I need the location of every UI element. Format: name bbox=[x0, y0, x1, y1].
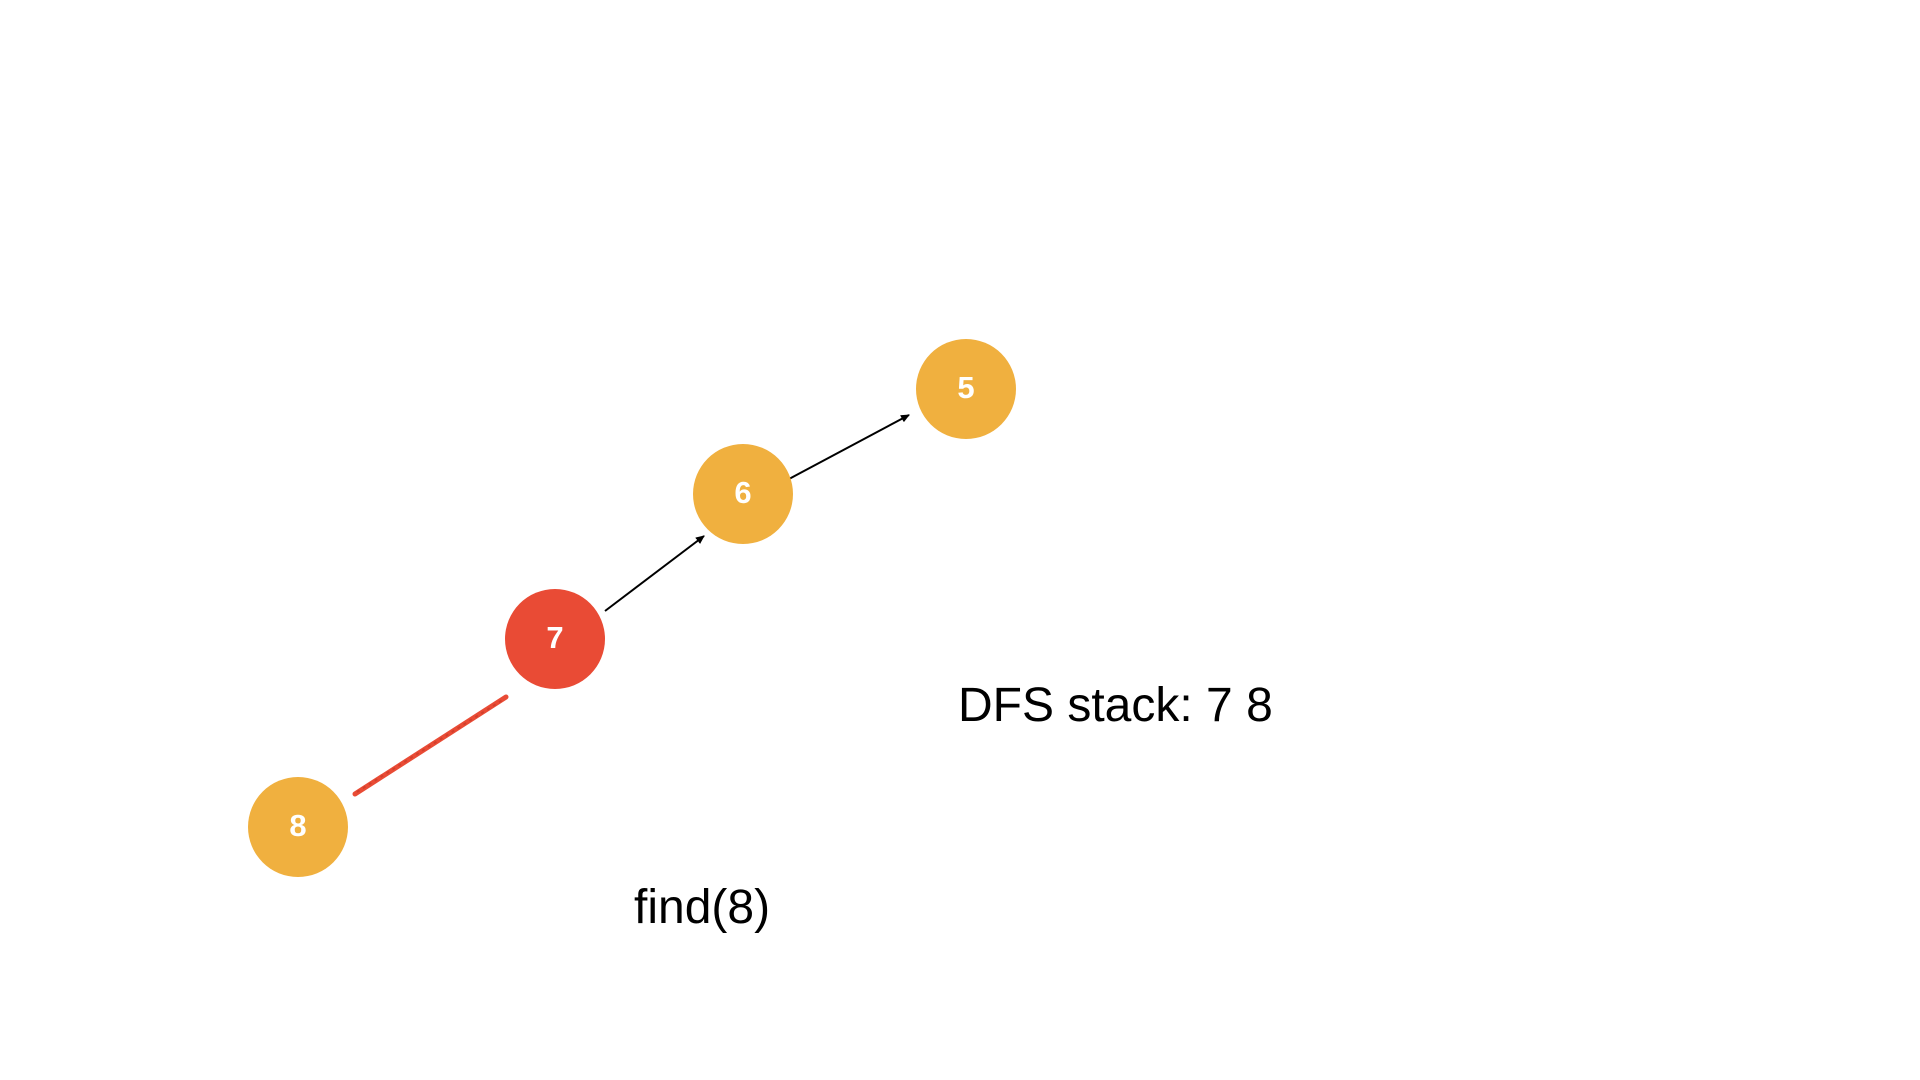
edge-7-to-6-arrow bbox=[604, 535, 705, 612]
node-6-circle bbox=[693, 444, 793, 544]
find-call-text: find(8) bbox=[634, 881, 771, 934]
node-5-label: 5 bbox=[957, 370, 974, 405]
tree-node-5: 5 bbox=[916, 339, 1016, 439]
edge-8-to-7-red-line bbox=[352, 694, 509, 797]
node-6-label: 6 bbox=[734, 475, 751, 510]
tree-node-6: 6 bbox=[693, 444, 793, 544]
node-8-label: 8 bbox=[289, 808, 306, 843]
tree-node-8: 8 bbox=[248, 777, 348, 877]
node-5-circle bbox=[916, 339, 1016, 439]
tree-node-7: 7 bbox=[505, 589, 605, 689]
node-7-label: 7 bbox=[546, 620, 563, 655]
edge-6-to-5-arrow bbox=[788, 414, 910, 480]
node-8-circle bbox=[248, 777, 348, 877]
dfs-stack-text: DFS stack: 7 8 bbox=[958, 679, 1273, 732]
node-7-circle bbox=[505, 589, 605, 689]
